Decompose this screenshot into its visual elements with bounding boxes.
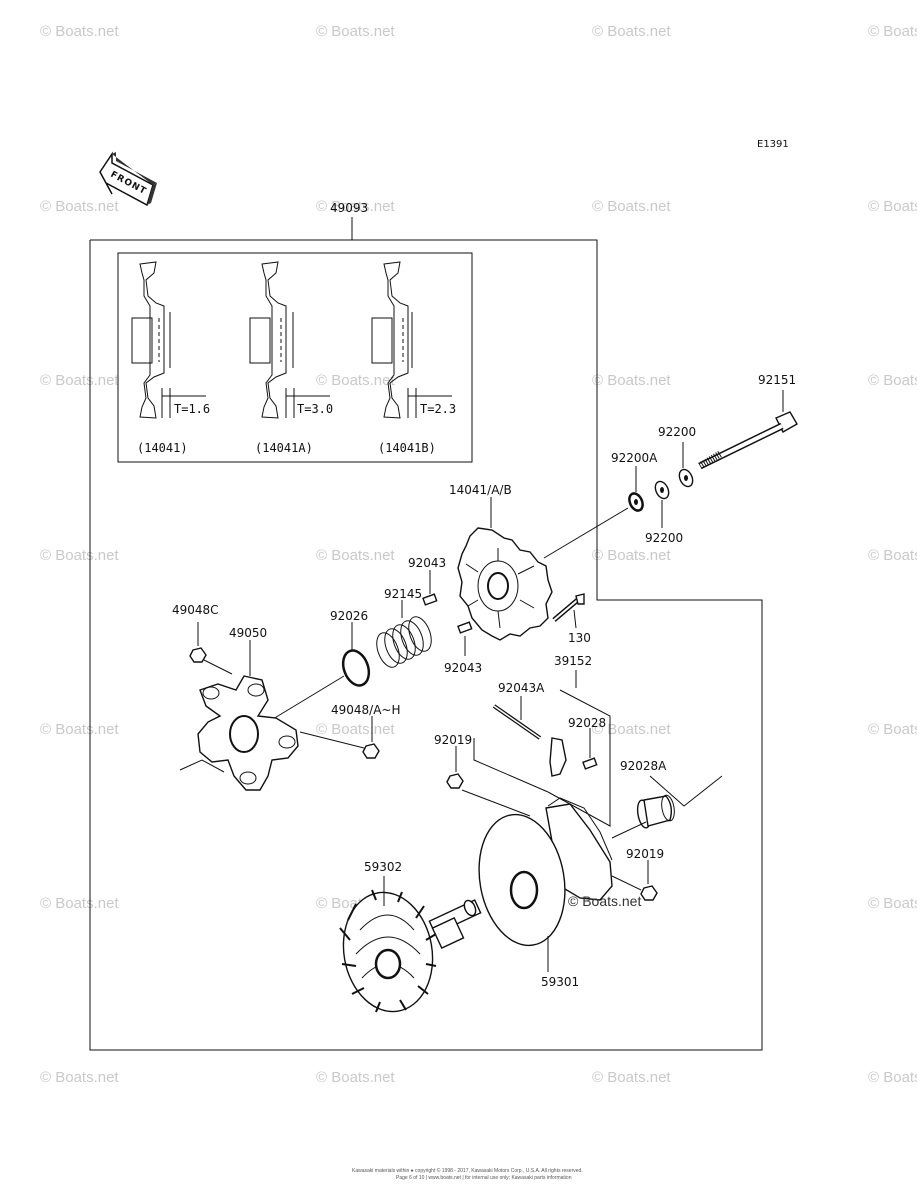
- caption-14041b: (14041B): [378, 441, 436, 455]
- watermark: © Boats.net: [40, 547, 119, 564]
- leader-line: [543, 507, 629, 559]
- nut-92019-right[interactable]: 92019: [611, 847, 664, 901]
- shoe-diagram-14041a: T=3.0 (14041A): [249, 261, 333, 455]
- pin-92043-bottom[interactable]: 92043: [444, 621, 482, 675]
- part-label-14041: 14041/A/B: [449, 483, 512, 497]
- watermark: © Boats.net: [316, 547, 395, 564]
- watermark: © Boats.net: [316, 721, 395, 738]
- sheave-59302[interactable]: 59302: [334, 860, 482, 1019]
- washer-92200-bottom[interactable]: 92200: [645, 479, 683, 545]
- part-label-92200-top: 92200: [658, 425, 696, 439]
- caption-14041: (14041): [137, 441, 188, 455]
- watermark: © Boats.net: [316, 1069, 395, 1086]
- nut-49048c[interactable]: 49048C: [172, 603, 233, 675]
- part-label-92043-bottom: 92043: [444, 661, 482, 675]
- thickness-14041b: T=2.3: [420, 402, 456, 416]
- inset-box: T=1.6 (14041) T=3.0 (14041A) T=2.3 (1404…: [117, 252, 473, 463]
- shoe-diagram-14041b: T=2.3 (14041B): [371, 261, 456, 455]
- watermark: © Boats.net: [592, 23, 671, 40]
- part-label-39152: 39152: [554, 654, 592, 668]
- assembly-outline: 49093: [89, 201, 763, 1051]
- bolt-130[interactable]: 130: [552, 593, 591, 645]
- part-label-92043-top: 92043: [408, 556, 446, 570]
- part-label-49048c: 49048C: [172, 603, 219, 617]
- watermark: © Boats.net: [868, 547, 917, 564]
- watermark: © Boats.net: [40, 1069, 119, 1086]
- diagram-code: E1391: [757, 139, 789, 150]
- part-label-49093: 49093: [330, 201, 368, 215]
- watermark: © Boats.net: [868, 23, 917, 40]
- watermark: © Boats.net: [40, 23, 119, 40]
- part-label-130: 130: [568, 631, 591, 645]
- part-label-49048a: 49048/A~H: [331, 703, 401, 717]
- part-label-92145: 92145: [384, 587, 422, 601]
- nut-49048a[interactable]: 49048/A~H: [299, 703, 401, 759]
- housing-49050[interactable]: 49050: [179, 626, 299, 791]
- watermark: © Boats.net: [868, 198, 917, 215]
- part-label-59301: 59301: [541, 975, 579, 989]
- pin-92043a[interactable]: 92043A: [492, 681, 545, 740]
- watermark: © Boats.net: [592, 1069, 671, 1086]
- watermark: © Boats.net: [592, 372, 671, 389]
- nut-92019-left[interactable]: 92019: [434, 733, 549, 817]
- watermark: © Boats.net: [40, 895, 119, 912]
- watermark: © Boats.net: [592, 198, 671, 215]
- part-label-92200a: 92200A: [611, 451, 658, 465]
- spring-92145[interactable]: 92145: [372, 587, 435, 670]
- part-label-92028: 92028: [568, 716, 606, 730]
- bushing-92028a[interactable]: 92028A: [611, 759, 723, 839]
- weight-group-39152[interactable]: 39152: [547, 654, 611, 827]
- part-label-59302: 59302: [364, 860, 402, 874]
- part-label-92028a: 92028A: [620, 759, 667, 773]
- watermark: © Boats.net: [316, 198, 395, 215]
- leader-line: [267, 675, 345, 723]
- watermark: © Boats.net: [40, 721, 119, 738]
- watermark: © Boats.net: [592, 547, 671, 564]
- washer-92200-top[interactable]: 92200: [658, 425, 696, 489]
- watermark: © Boats.net: [868, 721, 917, 738]
- pin-92043-top[interactable]: 92043: [408, 556, 446, 606]
- part-label-49050: 49050: [229, 626, 267, 640]
- watermark: © Boats.net: [868, 1069, 917, 1086]
- watermark: © Boats.net: [316, 23, 395, 40]
- watermark-layer: © Boats.net © Boats.net © Boats.net © Bo…: [40, 23, 917, 1086]
- part-label-92043a: 92043A: [498, 681, 545, 695]
- part-label-92200-bottom: 92200: [645, 531, 683, 545]
- washer-92200a[interactable]: 92200A: [611, 451, 658, 513]
- ring-92026[interactable]: 92026: [330, 609, 373, 689]
- footer-copyright: Kawasaki materials within ● copyright © …: [352, 1167, 583, 1174]
- watermark: © Boats.net: [40, 372, 119, 389]
- bolt-92151[interactable]: 92151: [698, 373, 798, 470]
- sheave-59301[interactable]: 59301: [469, 797, 613, 989]
- spider-14041[interactable]: 14041/A/B: [449, 483, 553, 641]
- watermark: © Boats.net: [316, 372, 395, 389]
- part-label-92019-left: 92019: [434, 733, 472, 747]
- pin-92028[interactable]: 92028: [568, 716, 606, 770]
- shoe-diagram-14041: T=1.6 (14041): [131, 261, 210, 455]
- watermark: © Boats.net: [568, 893, 641, 909]
- thickness-14041: T=1.6: [174, 402, 210, 416]
- watermark: © Boats.net: [868, 895, 917, 912]
- footer-page-info: Page 6 of 10 | www.boats.net | for inter…: [396, 1175, 572, 1181]
- part-label-92026: 92026: [330, 609, 368, 623]
- weight-arm[interactable]: [549, 737, 567, 777]
- part-label-92151: 92151: [758, 373, 796, 387]
- watermark: © Boats.net: [40, 198, 119, 215]
- watermark: © Boats.net: [868, 372, 917, 389]
- caption-14041a: (14041A): [255, 441, 313, 455]
- part-label-92019-right: 92019: [626, 847, 664, 861]
- thickness-14041a: T=3.0: [297, 402, 333, 416]
- watermark: © Boats.net: [592, 721, 671, 738]
